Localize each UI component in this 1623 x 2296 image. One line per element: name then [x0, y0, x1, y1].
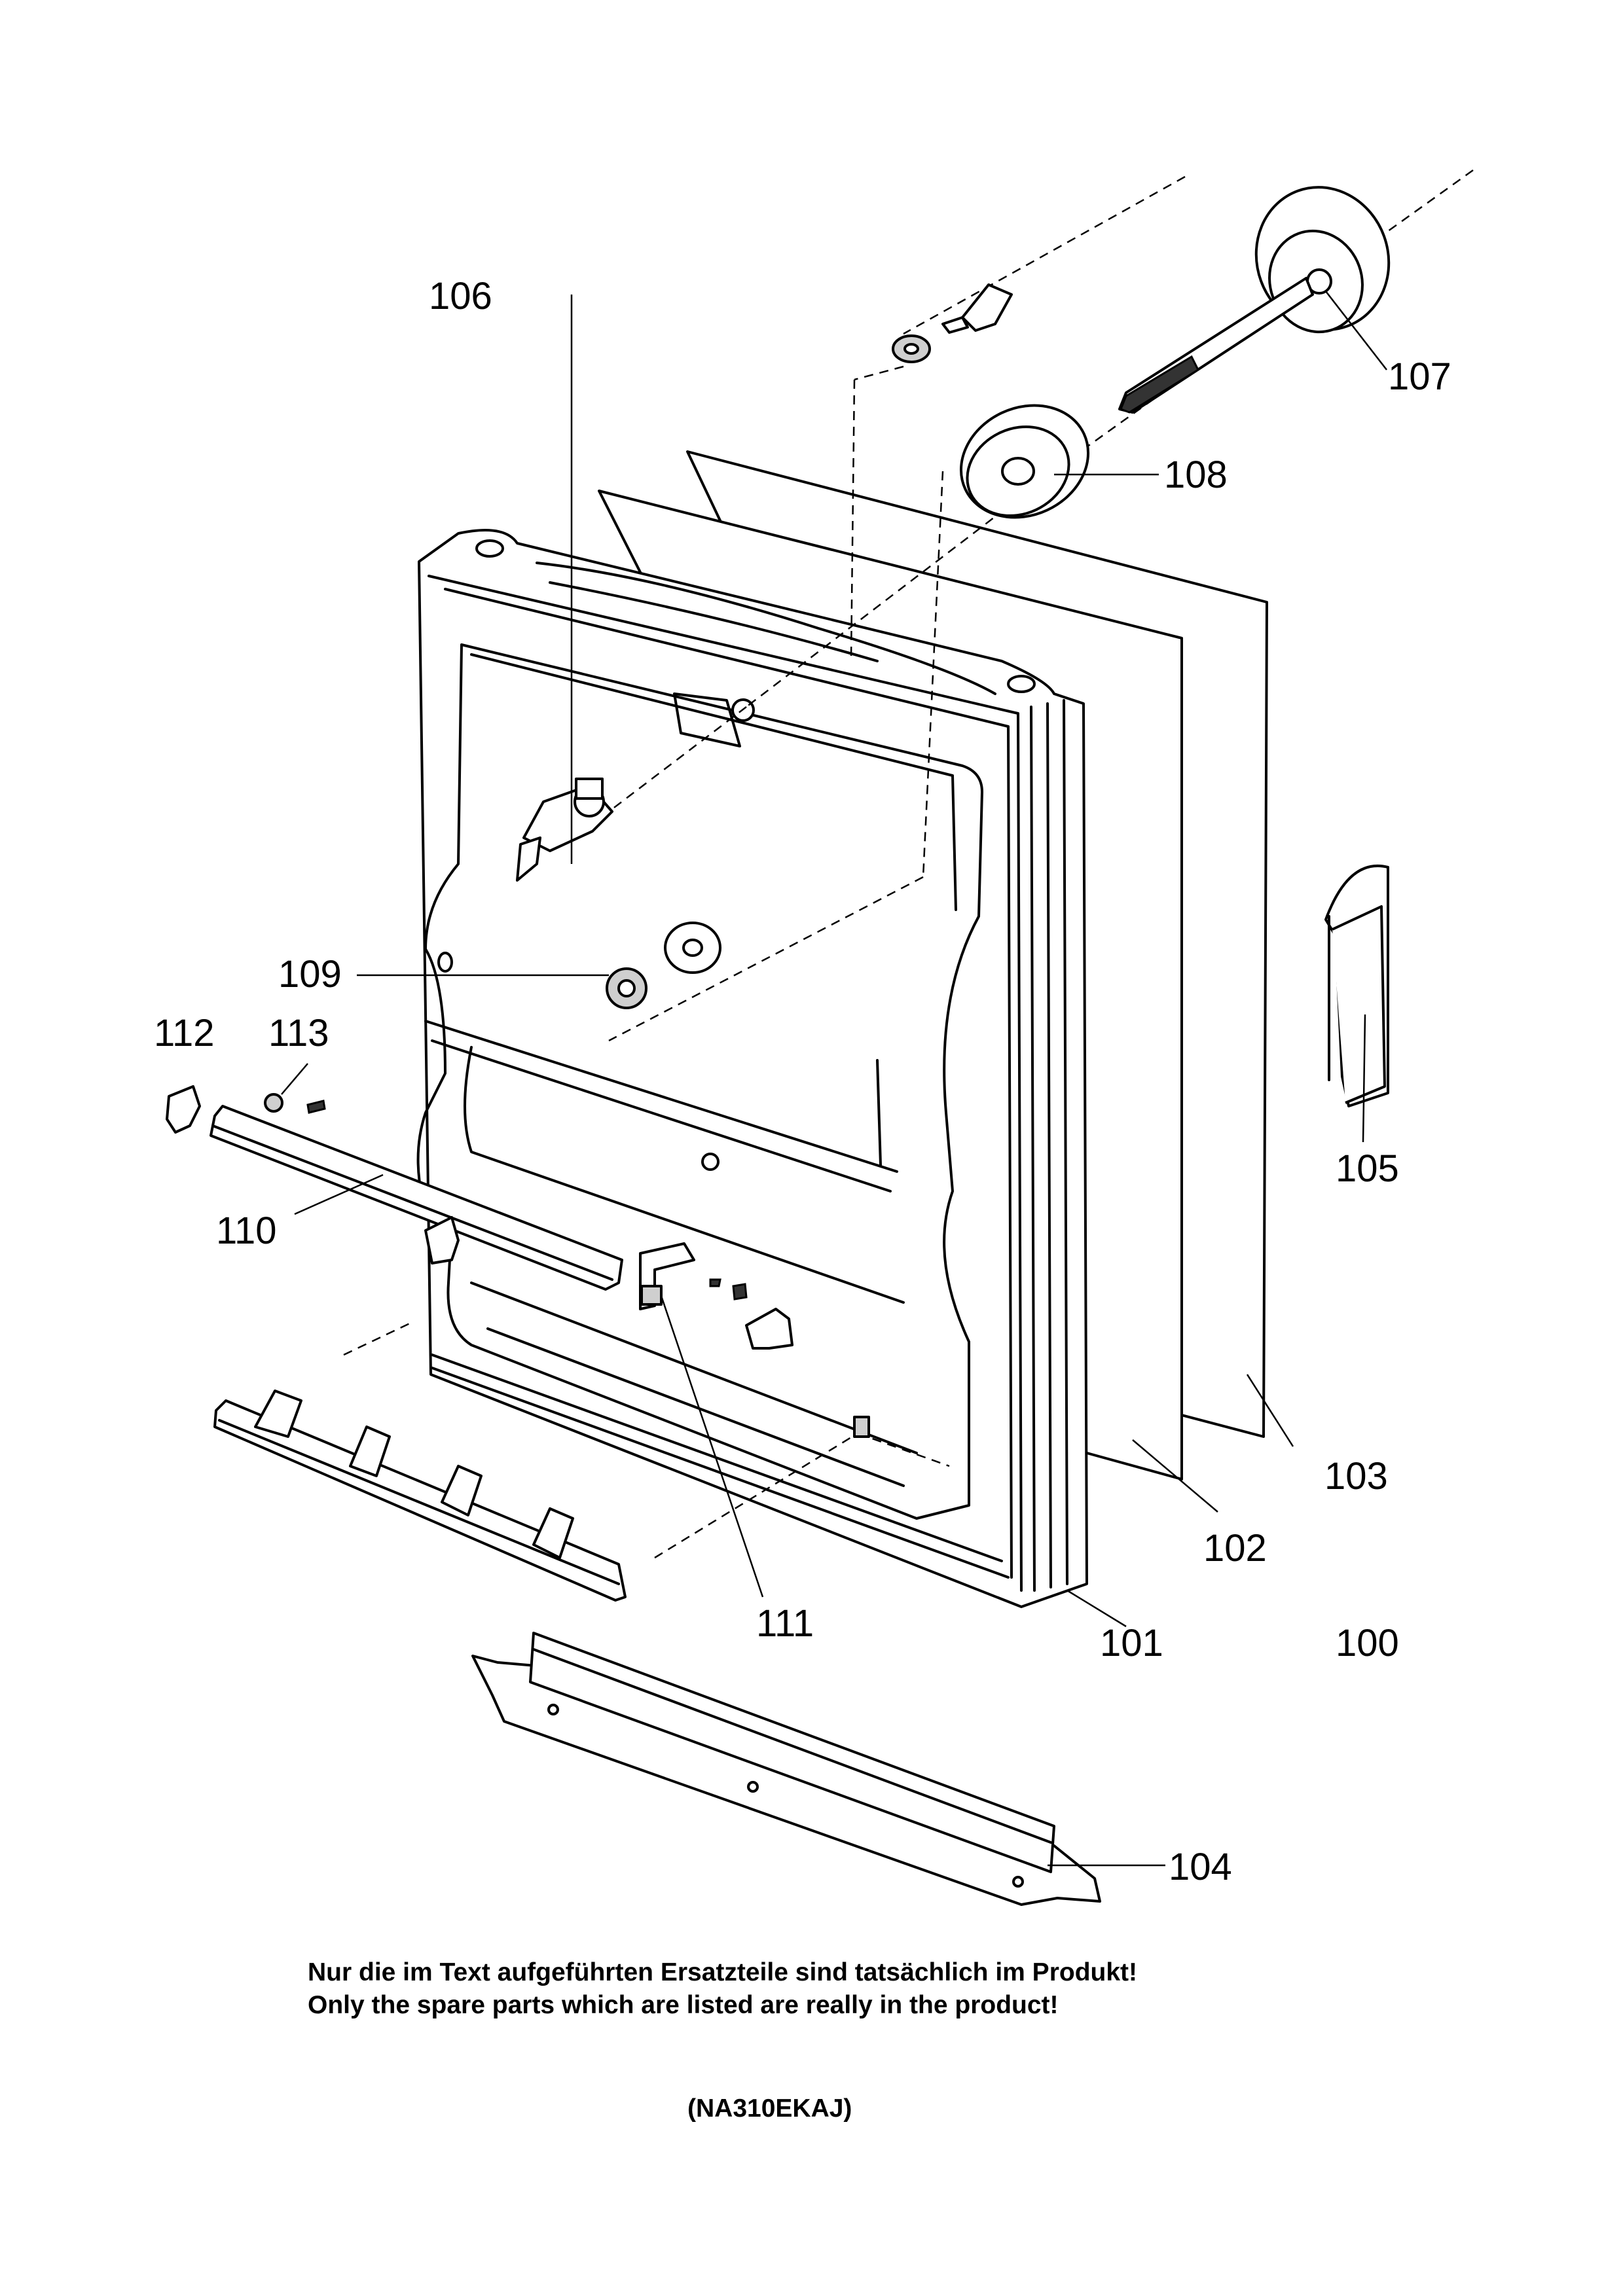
- part-108-washer: [959, 404, 1090, 519]
- part-101-door-frame: [416, 529, 1088, 1608]
- part-113-screw: [264, 1093, 326, 1114]
- part-110-handle-bar: [210, 1105, 623, 1291]
- label-102: 102: [1203, 1527, 1267, 1570]
- spare-parts-note-german: Nur die im Text aufgeführten Ersatzteile…: [308, 1958, 1138, 1986]
- label-108: 108: [1164, 454, 1228, 496]
- part-104-bottom-rail: [471, 1632, 1101, 1906]
- label-105: 105: [1336, 1147, 1399, 1190]
- label-109: 109: [278, 953, 342, 996]
- label-112: 112: [154, 1012, 214, 1054]
- label-104: 104: [1169, 1846, 1232, 1888]
- label-103: 103: [1324, 1455, 1388, 1498]
- label-113: 113: [268, 1012, 329, 1054]
- part-109-bushing: [606, 967, 647, 1009]
- part-106-hinge-pin: [516, 778, 613, 882]
- hinge-bracket-left: [424, 1216, 460, 1265]
- label-100: 100: [1336, 1622, 1399, 1664]
- part-105-handle-clip: [1324, 864, 1389, 1107]
- part-107-hinge-disc-bolt: [1118, 186, 1391, 414]
- label-107: 107: [1388, 355, 1451, 398]
- label-106: 106: [429, 275, 492, 317]
- hinge-cover-rail: [213, 1390, 627, 1602]
- small-clip-right: [853, 1416, 870, 1438]
- spare-parts-note-english: Only the spare parts which are listed ar…: [308, 1991, 1059, 2019]
- label-101: 101: [1100, 1622, 1163, 1664]
- part-111-latch: [639, 1242, 793, 1350]
- label-110: 110: [216, 1210, 276, 1252]
- bushing-ring: [664, 922, 721, 974]
- label-111: 111: [756, 1602, 814, 1645]
- part-112-end-cap: [166, 1085, 201, 1134]
- leader-lines: [281, 291, 1387, 1867]
- hinge-nut-and-key: [892, 283, 1013, 363]
- model-code: (NA310EKAJ): [687, 2094, 852, 2123]
